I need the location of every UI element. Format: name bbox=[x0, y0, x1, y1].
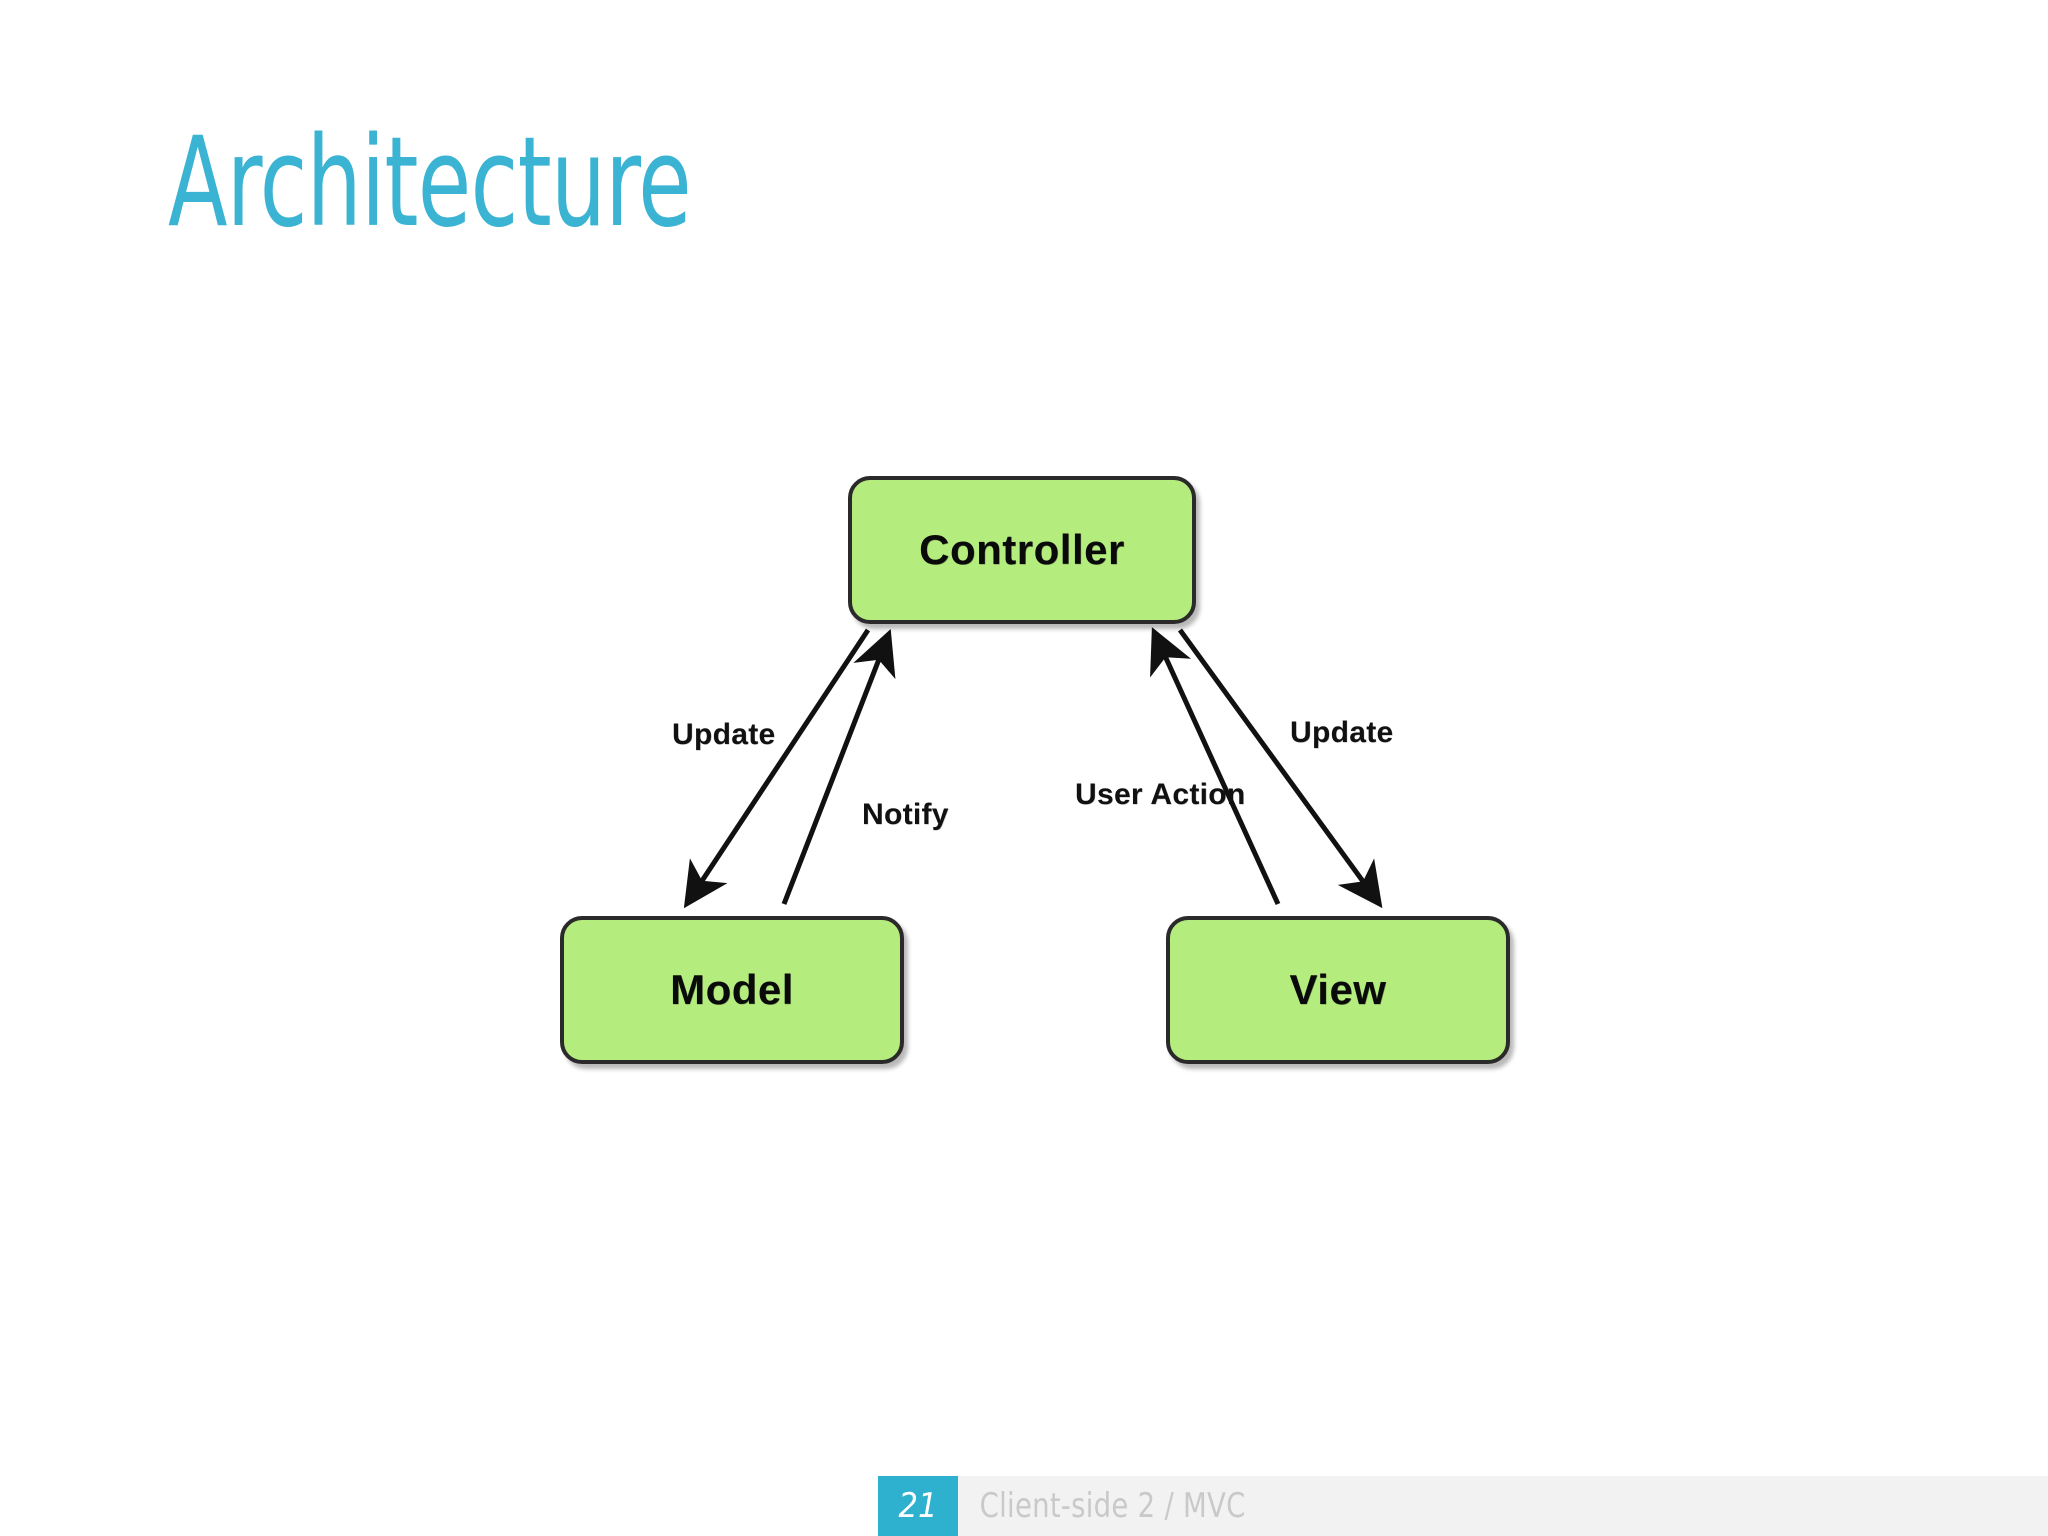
footer-page-number: 21 bbox=[878, 1476, 958, 1536]
arrow-model-to-controller bbox=[781, 629, 896, 905]
edge-label-view-to-controller: User Action bbox=[1075, 778, 1246, 811]
arrow-controller-to-model bbox=[683, 628, 871, 909]
footer-breadcrumb: Client-side 2 / MVC bbox=[979, 1486, 1246, 1526]
node-controller-label: Controller bbox=[919, 526, 1125, 573]
arrow-view-to-controller bbox=[1150, 627, 1281, 906]
slide-footer: 21 Client-side 2 / MVC bbox=[878, 1476, 2048, 1536]
node-controller[interactable]: Controller bbox=[848, 476, 1196, 624]
edge-label-model-to-controller: Notify bbox=[862, 798, 949, 831]
page-title: Architecture bbox=[168, 111, 692, 255]
node-model[interactable]: Model bbox=[560, 916, 904, 1064]
diagram-arrows-svg bbox=[683, 627, 1383, 909]
edge-label-controller-to-model: Update bbox=[672, 718, 776, 751]
arrow-controller-to-view bbox=[1177, 628, 1383, 909]
node-view-label: View bbox=[1289, 966, 1387, 1013]
mvc-architecture-diagram: Controller Model View Update Notify User… bbox=[560, 476, 1510, 1064]
edge-label-controller-to-view: Update bbox=[1290, 716, 1394, 749]
node-model-label: Model bbox=[670, 966, 794, 1013]
node-view[interactable]: View bbox=[1166, 916, 1510, 1064]
